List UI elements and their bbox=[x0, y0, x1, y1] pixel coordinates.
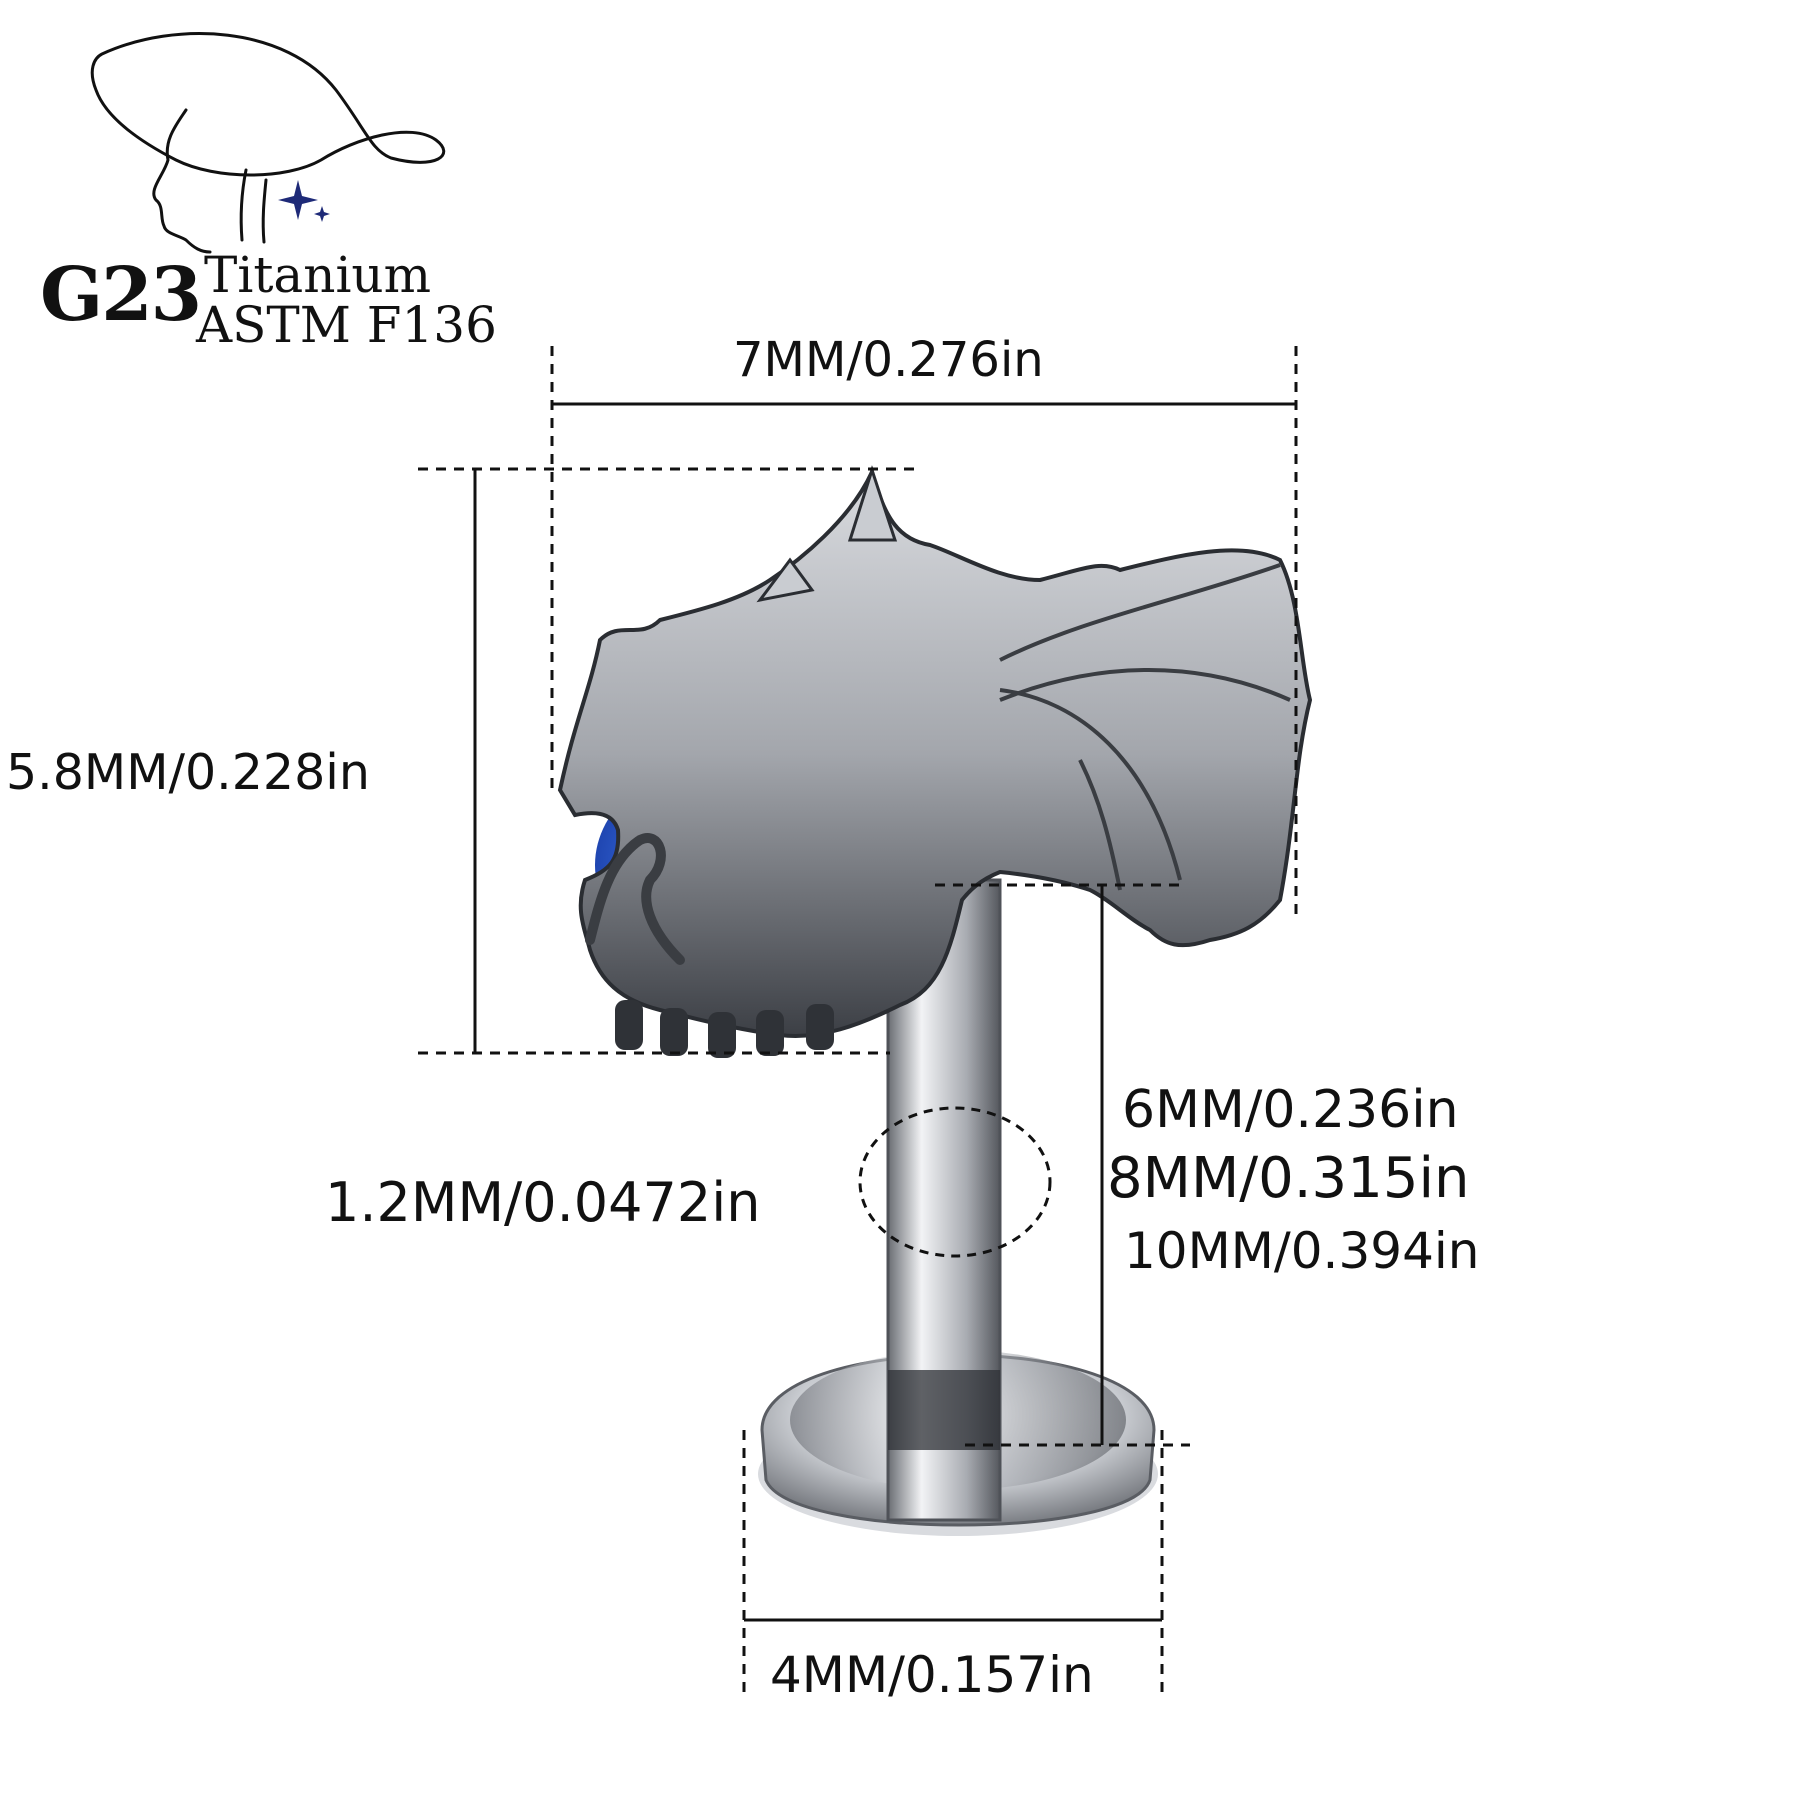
shaft-thread bbox=[888, 1370, 1000, 1450]
bar-length-6mm-label: 6MM/0.236in bbox=[1122, 1080, 1459, 1140]
standard-label: ASTM F136 bbox=[196, 296, 497, 354]
dragon-wing-ribs bbox=[999, 563, 1291, 891]
top-width-label: 7MM/0.276in bbox=[733, 332, 1044, 388]
grade-label: G23 bbox=[40, 252, 202, 338]
disc-diameter-label: 4MM/0.157in bbox=[770, 1646, 1094, 1704]
woman-with-hat-logo-icon bbox=[90, 32, 446, 254]
bar-gauge-label: 1.2MM/0.0472in bbox=[325, 1171, 761, 1234]
material-label: Titanium bbox=[204, 246, 432, 304]
dragon-tail bbox=[585, 833, 685, 965]
bar-length-8mm-label: 8MM/0.315in bbox=[1107, 1146, 1470, 1211]
dragon-spine bbox=[756, 557, 815, 603]
brand-logo bbox=[36, 30, 506, 360]
top-height-label: 5.8MM/0.228in bbox=[6, 744, 370, 801]
bar-length-10mm-label: 10MM/0.394in bbox=[1124, 1222, 1480, 1280]
dimension-lines bbox=[418, 346, 1298, 1700]
dragon-spine bbox=[847, 465, 898, 542]
dragon-claws bbox=[615, 1000, 834, 1058]
